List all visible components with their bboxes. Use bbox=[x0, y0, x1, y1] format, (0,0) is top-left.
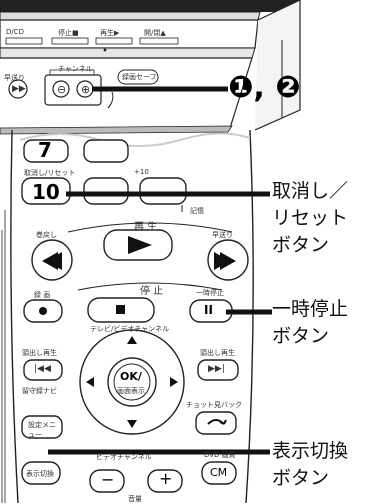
callout-pause-line2: ボタン bbox=[272, 325, 330, 347]
callout-display-switch-line2: ボタン bbox=[272, 467, 330, 489]
chotto-back-label: チョット見バック bbox=[186, 401, 242, 409]
skip-fwd-label: 頭出し再生 bbox=[200, 349, 235, 357]
channel-label: チャンネル bbox=[58, 65, 93, 73]
open-close-label: 開/閉▲ bbox=[144, 29, 166, 37]
play-label: 再生▶ bbox=[100, 29, 120, 37]
callout-display-switch-line1: 表示切換 bbox=[272, 440, 349, 462]
cm-key[interactable]: CM bbox=[210, 466, 228, 479]
callout-cancel-reset: 取消し／ リセット ボタン bbox=[272, 178, 348, 259]
num-7-key[interactable]: 7 bbox=[38, 138, 52, 162]
skip-fwd-icon: ▶▶| bbox=[208, 364, 225, 374]
play-group-label: 再 生 bbox=[134, 222, 158, 233]
fastforward-label: 早送り bbox=[212, 231, 233, 239]
skip-back-icon: |◀◀ bbox=[34, 364, 51, 374]
display-switch-key-label[interactable]: 表示切換 bbox=[26, 470, 54, 478]
num-10-key[interactable]: 10 bbox=[32, 180, 60, 204]
ok-display-label: 画面表示 bbox=[117, 387, 145, 395]
plus10-label: +10 bbox=[134, 168, 149, 176]
dvd-quality-label: DVD 画質 bbox=[204, 451, 236, 459]
memory-label: 記憶 bbox=[190, 207, 204, 215]
tv-video-channel-label: テレビ/ビデオチャンネル bbox=[90, 325, 170, 333]
skip-icon: ▶▶ bbox=[12, 84, 26, 94]
callout-pause: 一時停止 ボタン bbox=[272, 296, 348, 350]
cd-label: D/CD bbox=[6, 28, 25, 36]
rewind-small-label: 早送り bbox=[4, 74, 25, 82]
ok-label[interactable]: OK/ bbox=[120, 370, 142, 383]
plus-key[interactable]: + bbox=[159, 469, 173, 488]
volume-label: 音量 bbox=[128, 495, 142, 503]
callout-pause-line1: 一時停止 bbox=[272, 298, 349, 320]
callout-cancel-reset-line2: リセット bbox=[272, 207, 349, 229]
timer-navi-label: 留守録ナビ bbox=[22, 387, 57, 395]
plus-icon: ⊕ bbox=[81, 83, 91, 96]
callout-cancel-reset-line1: 取消し／ bbox=[272, 180, 349, 202]
callout-display-switch: 表示切換 ボタン bbox=[272, 438, 348, 492]
minus-key[interactable]: − bbox=[101, 470, 115, 489]
pause-label: 一時停止 bbox=[196, 289, 224, 297]
pause-icon: II bbox=[204, 303, 213, 317]
record-label: 録 画 bbox=[34, 291, 51, 299]
settings-menu-label: 設定メニュー bbox=[28, 421, 56, 439]
cancel-reset-small-label: 取消し/リセット bbox=[24, 169, 76, 177]
stop-label: 停止■ bbox=[58, 29, 79, 37]
stop-group-label: 停 止 bbox=[140, 286, 164, 297]
callout-cancel-reset-line3: ボタン bbox=[272, 234, 330, 256]
record-safe-label: 録画セーフ bbox=[122, 73, 157, 81]
minus-icon: ⊖ bbox=[57, 83, 67, 96]
callout-numbers: ❶, ❷ bbox=[228, 70, 301, 105]
video-channel-label: ビデオチャンネル bbox=[96, 453, 152, 461]
skip-back-label: 頭出し再生 bbox=[22, 349, 57, 357]
rewind-label: 巻戻し bbox=[36, 231, 57, 239]
